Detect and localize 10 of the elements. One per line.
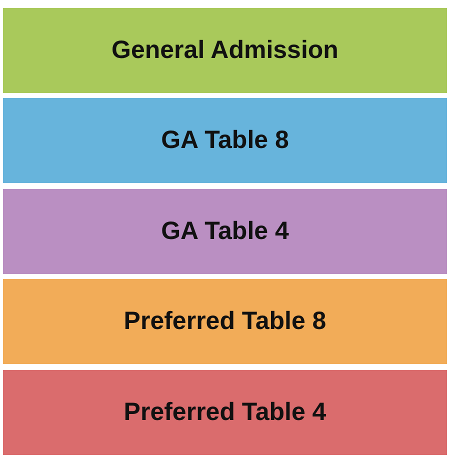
section-label: GA Table 4 bbox=[161, 217, 289, 246]
section-label: GA Table 8 bbox=[161, 126, 289, 155]
seating-section bbox=[3, 189, 447, 274]
seating-section bbox=[3, 8, 447, 93]
seating-section bbox=[3, 279, 447, 364]
seating-section bbox=[3, 370, 447, 455]
section-label: Preferred Table 4 bbox=[124, 398, 326, 427]
seating-section bbox=[3, 98, 447, 183]
section-label: Preferred Table 8 bbox=[124, 307, 326, 336]
section-label: General Admission bbox=[112, 36, 338, 65]
